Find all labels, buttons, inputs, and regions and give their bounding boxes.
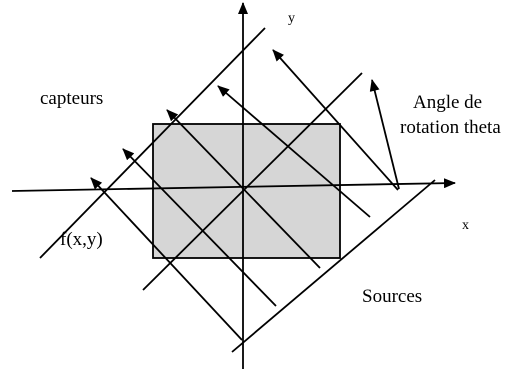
projection-ray bbox=[166, 109, 321, 269]
rotation-angle-arrow bbox=[369, 79, 400, 190]
projection-ray bbox=[217, 85, 371, 218]
sensors-label: capteurs bbox=[40, 88, 103, 109]
angle-label-line2: rotation theta bbox=[400, 117, 501, 138]
projection-ray bbox=[122, 148, 277, 307]
y-axis-label: y bbox=[288, 11, 295, 26]
sources-label: Sources bbox=[362, 286, 422, 307]
projection-ray bbox=[272, 49, 399, 191]
x-axis-label: x bbox=[462, 218, 469, 233]
sensors-line bbox=[39, 27, 266, 259]
sources-line bbox=[231, 179, 436, 353]
function-label: f(x,y) bbox=[60, 229, 103, 250]
projection-ray bbox=[90, 177, 243, 341]
angle-label-line1: Angle de bbox=[413, 92, 482, 113]
x-axis bbox=[11, 178, 456, 192]
